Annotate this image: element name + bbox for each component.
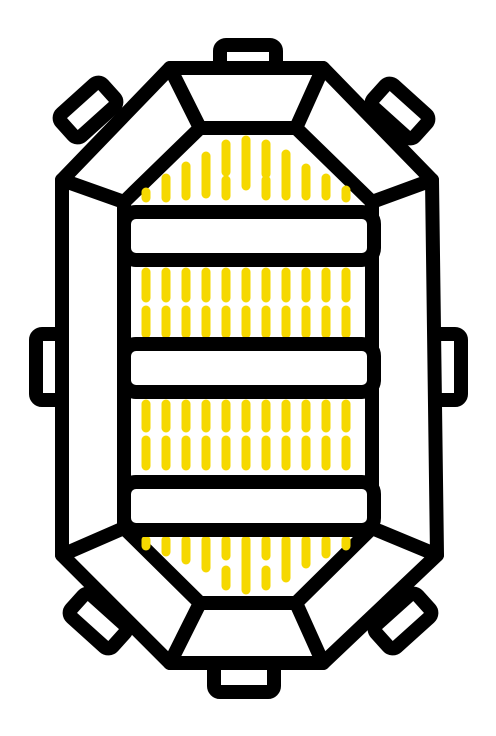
seat-1 bbox=[117, 205, 381, 267]
seat-2 bbox=[117, 337, 381, 399]
hull-seams bbox=[55, 61, 444, 670]
top-left-handle bbox=[52, 75, 124, 145]
seat-3 bbox=[117, 475, 381, 537]
bottom-right-handle bbox=[367, 586, 439, 656]
seats bbox=[117, 205, 381, 537]
top-right-handle bbox=[364, 76, 436, 146]
floor-pattern bbox=[141, 135, 351, 595]
